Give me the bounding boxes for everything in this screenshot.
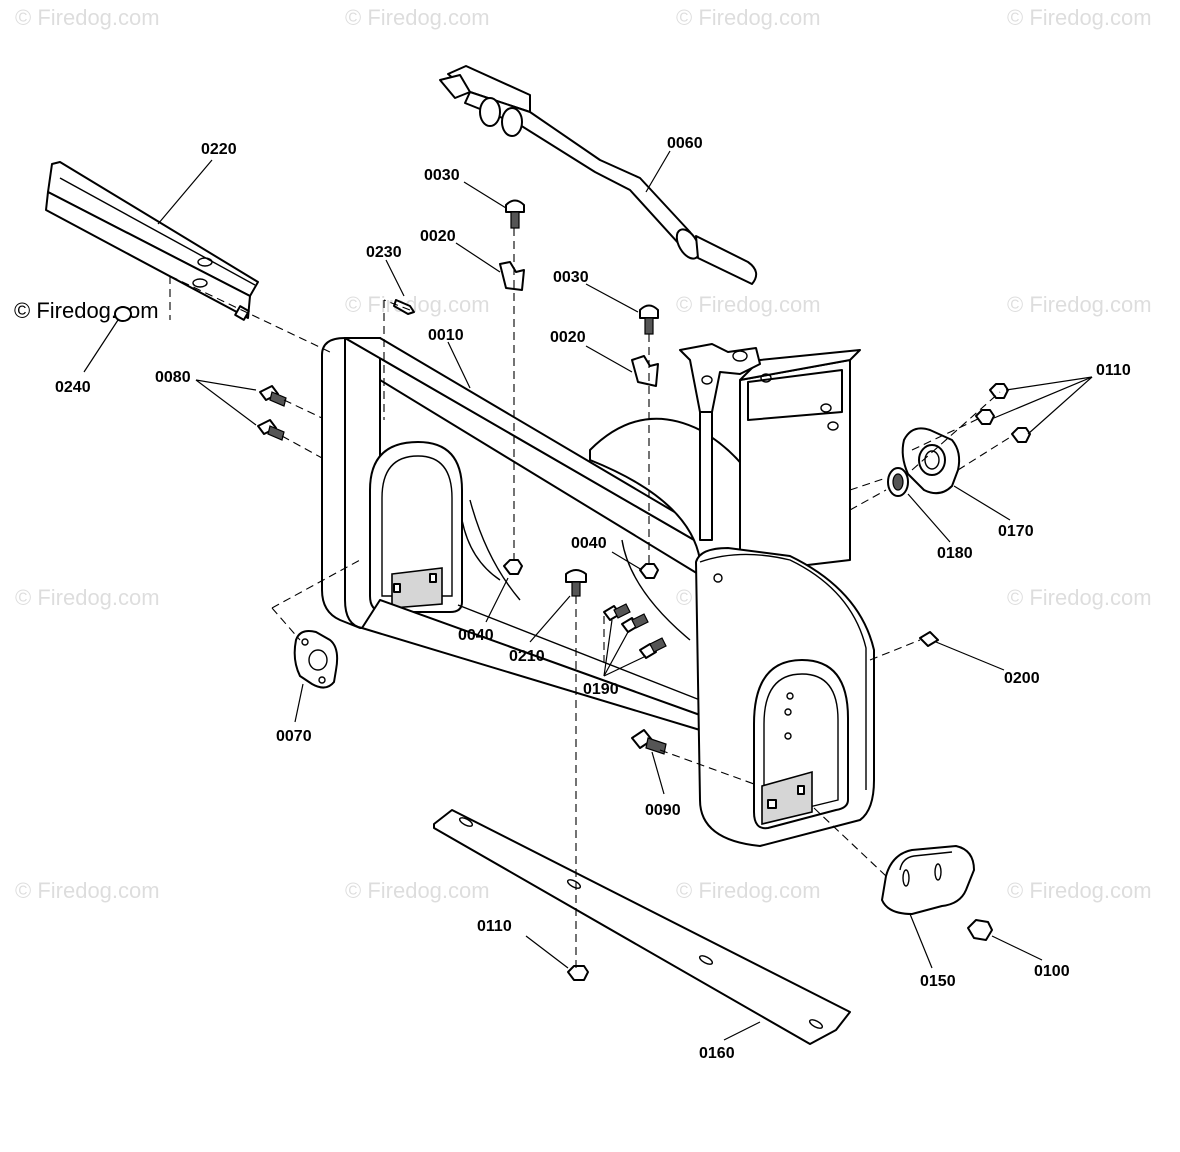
- watermark: © Firedog.com: [1007, 585, 1152, 610]
- callout-0180: 0180: [937, 545, 973, 562]
- callout-0150: 0150: [920, 973, 956, 990]
- callout-0240: 0240: [55, 379, 91, 396]
- chute-crank-rod: [439, 65, 758, 285]
- callout-0210: 0210: [509, 648, 545, 665]
- callout-0230: 0230: [366, 244, 402, 261]
- watermark: © Firedog.com: [1007, 878, 1152, 903]
- scraper-bar: [45, 161, 259, 321]
- watermark: © Firedog.com: [676, 292, 821, 317]
- leader-lines: [83, 150, 1093, 1041]
- callout-0020: 0020: [420, 228, 456, 245]
- watermark: © Firedog.com: [345, 292, 490, 317]
- watermark: © Firedog.com: [15, 5, 160, 30]
- hardware: [114, 199, 1031, 1045]
- callout-0030: 0030: [424, 167, 460, 184]
- callout-0190: 0190: [583, 681, 619, 698]
- callout-0060: 0060: [667, 135, 703, 152]
- callout-0030: 0030: [553, 269, 589, 286]
- callout-labels: 0010 0020 0020 0030 0030 0040 0040 0060 …: [55, 135, 1131, 1062]
- callout-0160: 0160: [699, 1045, 735, 1062]
- assembly-lines: [169, 228, 1013, 968]
- watermark: © Firedog.com: [1007, 292, 1152, 317]
- watermark: © Firedog.com: [1007, 5, 1152, 30]
- watermark: © Firedog.com: [676, 5, 821, 30]
- watermark-main: © Firedog.com: [14, 298, 159, 323]
- watermark: © Firedog.com: [345, 878, 490, 903]
- watermark: © Firedog.com: [676, 878, 821, 903]
- callout-0080: 0080: [155, 369, 191, 386]
- callout-0200: 0200: [1004, 670, 1040, 687]
- watermark: © Firedog.com: [15, 878, 160, 903]
- callout-0100: 0100: [1034, 963, 1070, 980]
- callout-0110: 0110: [1096, 362, 1131, 379]
- callout-0020: 0020: [550, 329, 586, 346]
- callout-0170: 0170: [998, 523, 1034, 540]
- callout-0110: 0110: [477, 918, 512, 935]
- watermark: © Firedog.com: [345, 5, 490, 30]
- callout-0070: 0070: [276, 728, 312, 745]
- callout-0090: 0090: [645, 802, 681, 819]
- watermark: © Firedog.com: [15, 585, 160, 610]
- callout-0010: 0010: [428, 327, 464, 344]
- callout-0220: 0220: [201, 141, 237, 158]
- callout-0040: 0040: [571, 535, 607, 552]
- watermarks: © Firedog.com © Firedog.com © Firedog.co…: [14, 5, 1152, 903]
- callout-0040: 0040: [458, 627, 494, 644]
- auger-housing: [321, 337, 875, 847]
